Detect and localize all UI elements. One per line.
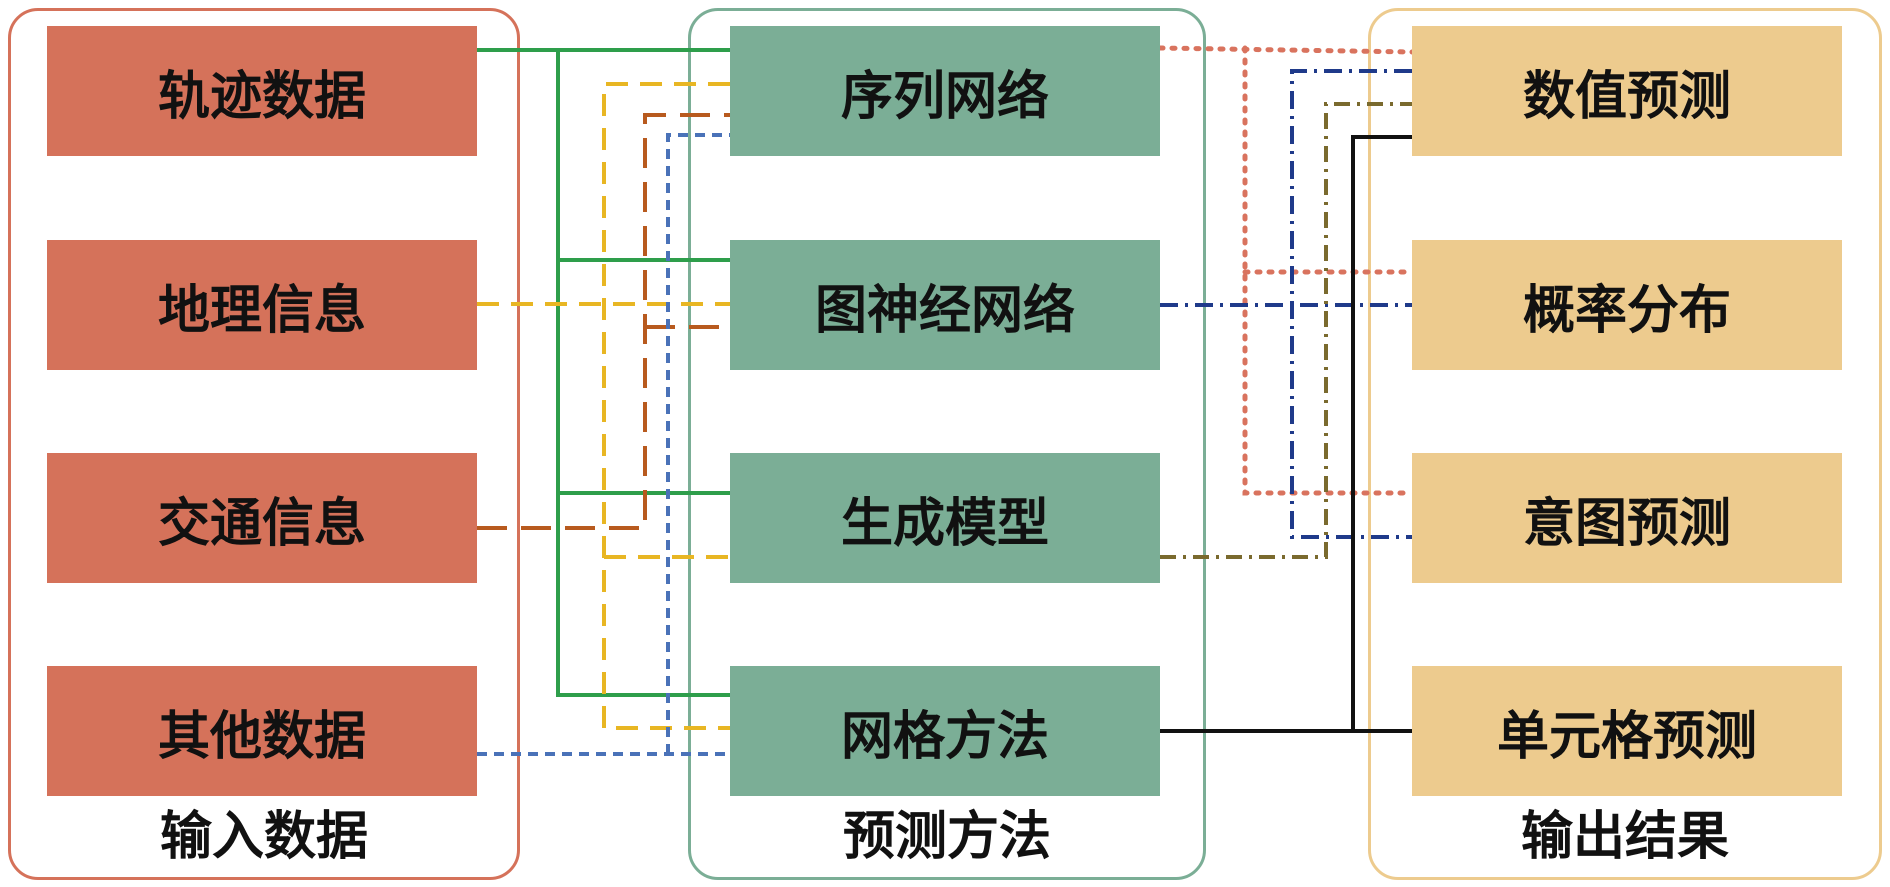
method-group: 预测方法 <box>688 8 1206 880</box>
method-node-grid: 网格方法 <box>730 666 1160 796</box>
link-geographic-to-methods <box>477 82 730 730</box>
method-node-label: 网格方法 <box>840 706 1049 767</box>
method-node-label: 生成模型 <box>840 493 1049 554</box>
input-node-other: 其他数据 <box>47 666 477 796</box>
output-node-label: 概率分布 <box>1522 280 1731 341</box>
method-node-gnn: 图神经网络 <box>730 240 1160 370</box>
link-generative-to-outputs <box>1160 102 1412 559</box>
output-node-label: 数值预测 <box>1522 66 1731 127</box>
output-node-label: 单元格预测 <box>1496 706 1757 767</box>
output-node-intention: 意图预测 <box>1412 453 1842 583</box>
method-node-sequence: 序列网络 <box>730 26 1160 156</box>
input-node-trajectory: 轨迹数据 <box>47 26 477 156</box>
input-group-title: 输入数据 <box>159 807 368 867</box>
input-node-geographic: 地理信息 <box>47 240 477 370</box>
output-group-title: 输出结果 <box>1520 807 1729 867</box>
method-node-label: 图神经网络 <box>814 280 1075 341</box>
output-node-cell: 单元格预测 <box>1412 666 1842 796</box>
input-node-label: 交通信息 <box>157 493 366 554</box>
input-group: 输入数据 <box>8 8 520 880</box>
link-gnn-to-outputs <box>1160 69 1412 539</box>
output-group: 输出结果 <box>1368 8 1882 880</box>
output-node-probability: 概率分布 <box>1412 240 1842 370</box>
input-node-label: 轨迹数据 <box>157 66 366 127</box>
output-node-label: 意图预测 <box>1522 493 1731 554</box>
method-node-generative: 生成模型 <box>730 453 1160 583</box>
link-traffic-to-methods <box>477 113 730 530</box>
method-group-title: 预测方法 <box>842 807 1051 867</box>
output-node-numeric: 数值预测 <box>1412 26 1842 156</box>
link-other-to-methods <box>477 133 730 756</box>
input-node-label: 其他数据 <box>157 706 366 767</box>
input-node-traffic: 交通信息 <box>47 453 477 583</box>
link-sequence-to-outputs <box>1157 45 1415 496</box>
method-node-label: 序列网络 <box>840 66 1049 127</box>
link-grid-to-outputs <box>1160 135 1412 733</box>
input-node-label: 地理信息 <box>157 280 366 341</box>
